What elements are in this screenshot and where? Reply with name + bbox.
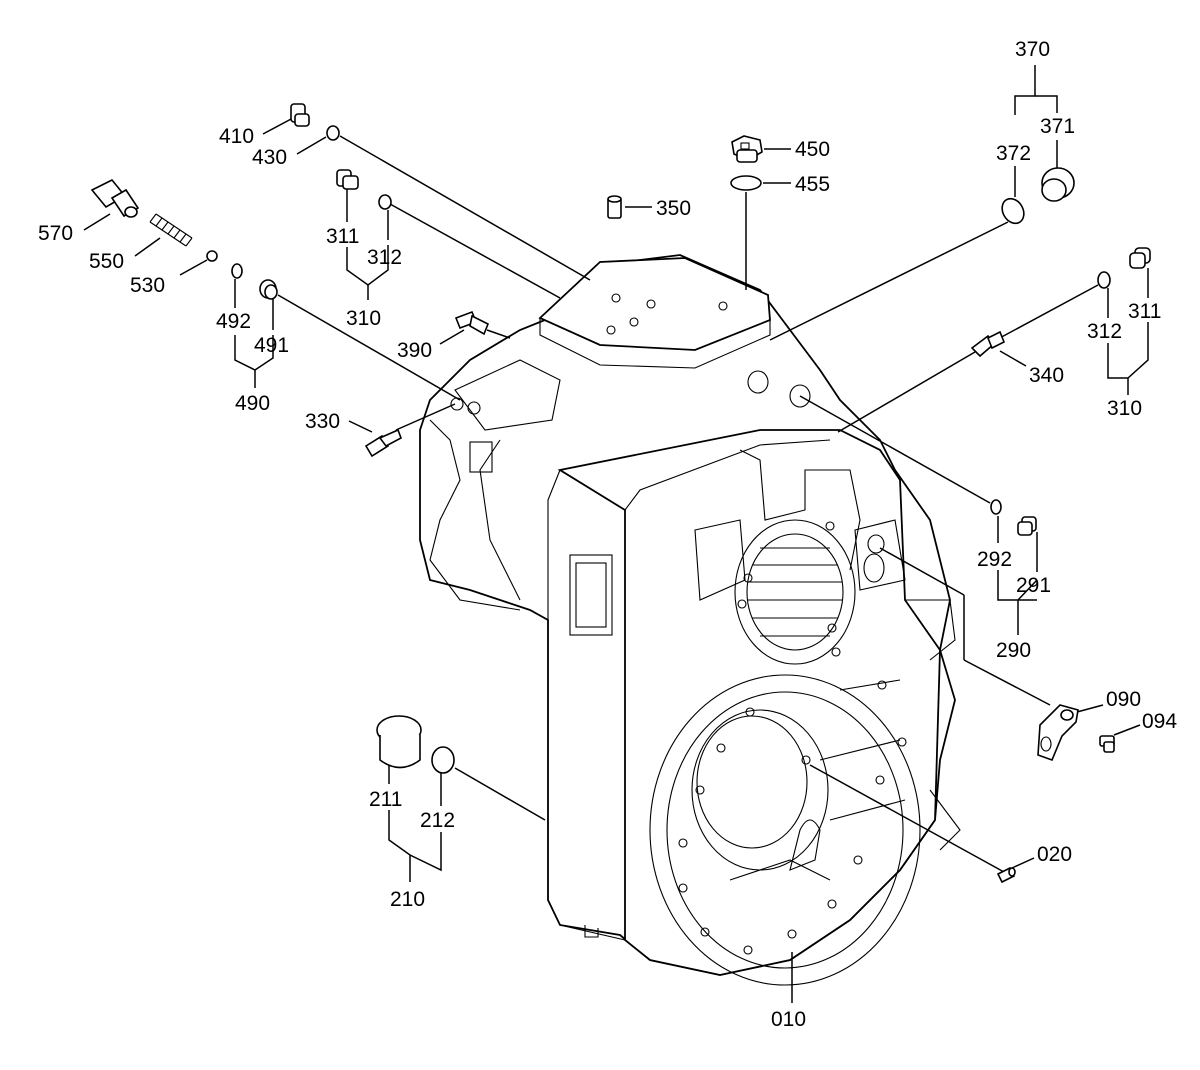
callout-450: 450 <box>795 138 830 161</box>
part-330-fitting <box>364 428 402 458</box>
callout-550: 550 <box>89 250 124 273</box>
part-311-plug-left <box>336 169 359 190</box>
callout-492: 492 <box>216 310 251 333</box>
callout-372: 372 <box>996 142 1031 165</box>
part-212-oring <box>431 746 455 774</box>
callout-311-left: 311 <box>326 225 359 248</box>
part-311-plug-right <box>1129 247 1151 269</box>
part-020-pin <box>996 866 1016 884</box>
callout-390: 390 <box>397 339 432 362</box>
callout-292: 292 <box>977 548 1012 571</box>
callout-455: 455 <box>795 173 830 196</box>
part-090-plate <box>1037 704 1079 762</box>
part-312-oring-left <box>378 194 392 210</box>
callout-370: 370 <box>1015 38 1050 61</box>
callout-312-left: 312 <box>367 246 402 269</box>
part-211-plug <box>376 715 422 769</box>
part-450-plug <box>731 135 763 163</box>
part-492-oring <box>231 263 243 279</box>
part-312-oring-right <box>1097 271 1111 289</box>
callout-291: 291 <box>1016 574 1051 597</box>
part-372-oring <box>1001 197 1025 225</box>
callout-290: 290 <box>996 639 1031 662</box>
part-292-oring <box>990 499 1002 515</box>
part-371-cap <box>1041 167 1075 202</box>
callout-311-right: 311 <box>1128 300 1161 323</box>
callout-310-left: 310 <box>346 307 381 330</box>
callout-570: 570 <box>38 222 73 245</box>
callout-094: 094 <box>1142 710 1177 733</box>
callout-210: 210 <box>390 888 425 911</box>
part-550-spring <box>149 213 193 247</box>
part-491-plug <box>259 279 278 300</box>
transmission-housing <box>419 254 961 986</box>
callout-labels: 370 371 372 410 430 450 455 350 570 550 … <box>38 38 1177 1031</box>
callout-020: 020 <box>1037 843 1072 866</box>
callout-330: 330 <box>305 410 340 433</box>
callout-410: 410 <box>219 125 254 148</box>
callout-312-right: 312 <box>1087 320 1122 343</box>
part-094-bolt <box>1099 735 1115 753</box>
callout-211: 211 <box>369 788 402 811</box>
leader-lines <box>83 117 1141 1003</box>
part-455-oring <box>730 175 762 191</box>
callout-090: 090 <box>1106 688 1141 711</box>
callout-340: 340 <box>1029 364 1064 387</box>
callout-350: 350 <box>656 197 691 220</box>
callout-490: 490 <box>235 392 270 415</box>
part-291-plug <box>1017 516 1037 536</box>
small-parts <box>90 103 1151 884</box>
part-430-oring <box>326 125 340 141</box>
callout-430: 430 <box>252 146 287 169</box>
callout-212: 212 <box>420 809 455 832</box>
part-530-ball <box>206 250 218 262</box>
callout-371: 371 <box>1040 115 1075 138</box>
part-390-fitting <box>454 310 490 336</box>
part-350-pin <box>607 195 622 219</box>
callout-491: 491 <box>254 334 289 357</box>
group-brackets <box>234 65 1149 882</box>
callout-010: 010 <box>771 1008 806 1031</box>
part-410-plug <box>290 103 310 127</box>
callout-310-right: 310 <box>1107 397 1142 420</box>
part-570-fitting <box>90 178 140 218</box>
callout-530: 530 <box>130 274 165 297</box>
part-340-fitting <box>970 330 1006 358</box>
